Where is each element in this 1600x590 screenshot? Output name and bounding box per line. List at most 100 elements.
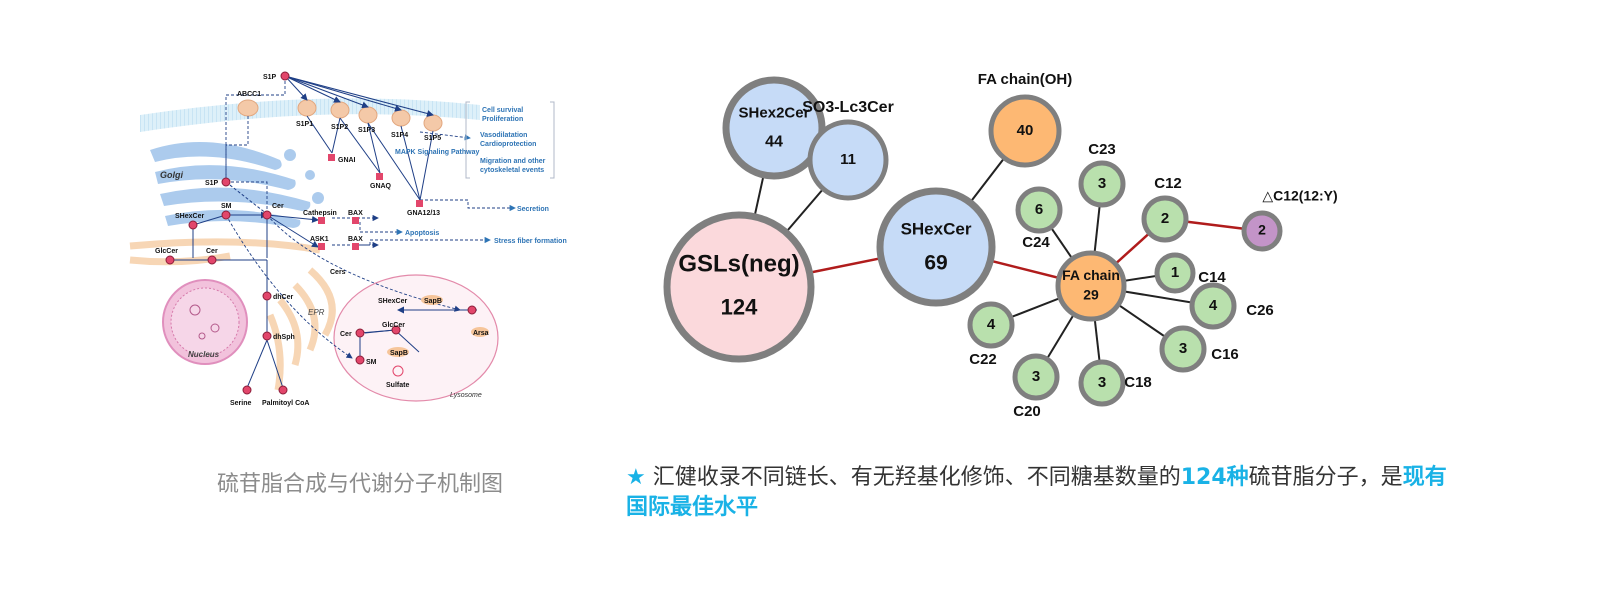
- outcome-3b: cytoskeletal events: [480, 167, 544, 174]
- receptor-label-3: S1P3: [358, 127, 375, 134]
- sapb1-label: SapB: [424, 298, 442, 305]
- node-value-c16: 3: [1179, 340, 1187, 357]
- protein-squares: [318, 154, 423, 250]
- node-c14: 1 C14: [1154, 252, 1226, 294]
- node-circle-c12: [1141, 195, 1189, 243]
- node-c12: 2 C12: [1141, 175, 1189, 243]
- s1p-label: S1P: [205, 180, 219, 187]
- shexcer-label: SHexCer: [175, 213, 204, 220]
- lys-cer-label: Cer: [340, 331, 352, 338]
- node-label-so3: SO3-Lc3Cer: [802, 99, 894, 116]
- node-value-c22: 4: [987, 316, 996, 333]
- apoptosis-label: Apoptosis: [405, 230, 439, 237]
- bax2-label: BAX: [348, 236, 363, 243]
- outcome-1a: Cell survival: [482, 107, 523, 114]
- node-gsls: GSLs(neg)124: [663, 211, 815, 363]
- sm-label: SM: [221, 203, 232, 210]
- cer-label: Cer: [272, 203, 284, 210]
- receptor-label-2: S1P2: [331, 124, 348, 131]
- caption-text-2: 硫苷脂分子，是: [1248, 465, 1403, 490]
- sulfate-label: Sulfate: [386, 382, 409, 389]
- node-value-shex2cer: 44: [765, 134, 783, 151]
- gnai-label: GNAI: [338, 157, 356, 164]
- node-label-c14: C14: [1198, 269, 1226, 286]
- left-figure-caption: 硫苷脂合成与代谢分子机制图: [216, 472, 503, 497]
- mapk-label: MAPK Signaling Pathway: [395, 149, 480, 156]
- caption-highlight-count: 124种: [1180, 465, 1249, 490]
- lysosome-enzymes: [387, 295, 489, 377]
- sulfatide-network-diagram: SHex2Cer4411SO3-Lc3CerGSLs(neg)124SHexCe…: [663, 71, 1338, 420]
- node-circle-so3: [807, 119, 889, 201]
- node-value-c26: 4: [1209, 297, 1218, 314]
- dhcer-label: dhCer: [273, 294, 294, 301]
- node-circle-c20: [1012, 353, 1060, 401]
- node-circle-c24: [1015, 186, 1063, 234]
- sapb2-label: SapB: [390, 350, 408, 357]
- glccer-label: GlcCer: [155, 248, 178, 255]
- node-value-c12: 2: [1161, 210, 1169, 227]
- nucleus-label: Nucleus: [188, 350, 220, 359]
- pathway-arrows: [170, 75, 477, 389]
- serine-label: Serine: [230, 400, 252, 407]
- star-icon: ★: [626, 465, 646, 490]
- node-circle-c26: [1189, 282, 1237, 330]
- node-circle-c22: [967, 301, 1015, 349]
- node-value-fa_oh: 40: [1017, 122, 1034, 139]
- node-circle-shexcer: [876, 187, 996, 307]
- node-value-c24: 6: [1035, 201, 1043, 218]
- node-label-c12: C12: [1154, 175, 1182, 192]
- s1p-top-label: S1P: [263, 74, 277, 81]
- lys-sm-label: SM: [366, 359, 377, 366]
- golgi-label: Golgi: [160, 170, 183, 180]
- outcome-3a: Migration and other: [480, 158, 546, 165]
- node-c16: 3 C16: [1159, 325, 1239, 373]
- nucleus-shape: [162, 279, 248, 365]
- gnaq-label: GNAQ: [370, 183, 392, 190]
- lys-shexcer-label: SHexCer: [378, 298, 407, 305]
- er-shape: [129, 238, 336, 391]
- node-circle-gsls: [663, 211, 815, 363]
- node-label-c16: C16: [1211, 346, 1239, 363]
- node-value-fa: 29: [1083, 287, 1099, 303]
- node-label-c12y: △C12(12:Y): [1262, 188, 1337, 204]
- stress-label: Stress fiber formation: [494, 238, 567, 245]
- node-value-c23: 3: [1098, 175, 1106, 192]
- palmitoyl-label: Palmitoyl CoA: [262, 400, 309, 407]
- node-label-gsls: GSLs(neg): [678, 251, 799, 278]
- node-circle-c23: [1078, 160, 1126, 208]
- arsa-label: Arsa: [473, 330, 489, 337]
- dhsph-label: dhSph: [273, 334, 295, 341]
- node-label-c22: C22: [969, 351, 997, 368]
- node-c12y: 2 △C12(12:Y): [1241, 188, 1338, 252]
- node-value-c12y: 2: [1258, 222, 1266, 238]
- node-value-c18: 3: [1098, 374, 1106, 391]
- node-circle-c18: [1078, 359, 1126, 407]
- node-label-c24: C24: [1022, 234, 1050, 251]
- node-circle-c16: [1159, 325, 1207, 373]
- node-circle-c12y: [1241, 210, 1283, 252]
- node-label-fa: FA chain: [1062, 267, 1120, 283]
- node-circle-fa: [1055, 250, 1127, 322]
- node-circle-c14: [1154, 252, 1196, 294]
- metabolite-nodes: [165, 71, 477, 395]
- caption-text-1: 汇健收录不同链长、有无羟基化修饰、不同糖基数量的: [645, 465, 1181, 490]
- caption-highlight-level: 现有国际最佳水平: [626, 465, 1447, 520]
- node-label-c20: C20: [1013, 403, 1041, 420]
- node-label-shexcer: SHexCer: [901, 220, 972, 239]
- node-value-c20: 3: [1032, 368, 1040, 385]
- receptor-label-4: S1P4: [391, 132, 408, 139]
- gna-label: GNA12/13: [407, 210, 440, 217]
- node-value-c14: 1: [1171, 264, 1179, 281]
- outcome-1b: Proliferation: [482, 116, 523, 123]
- abcc1-label: ABCC1: [237, 91, 261, 98]
- receptor-label-1: S1P1: [296, 121, 313, 128]
- outcome-bracket: [465, 101, 555, 179]
